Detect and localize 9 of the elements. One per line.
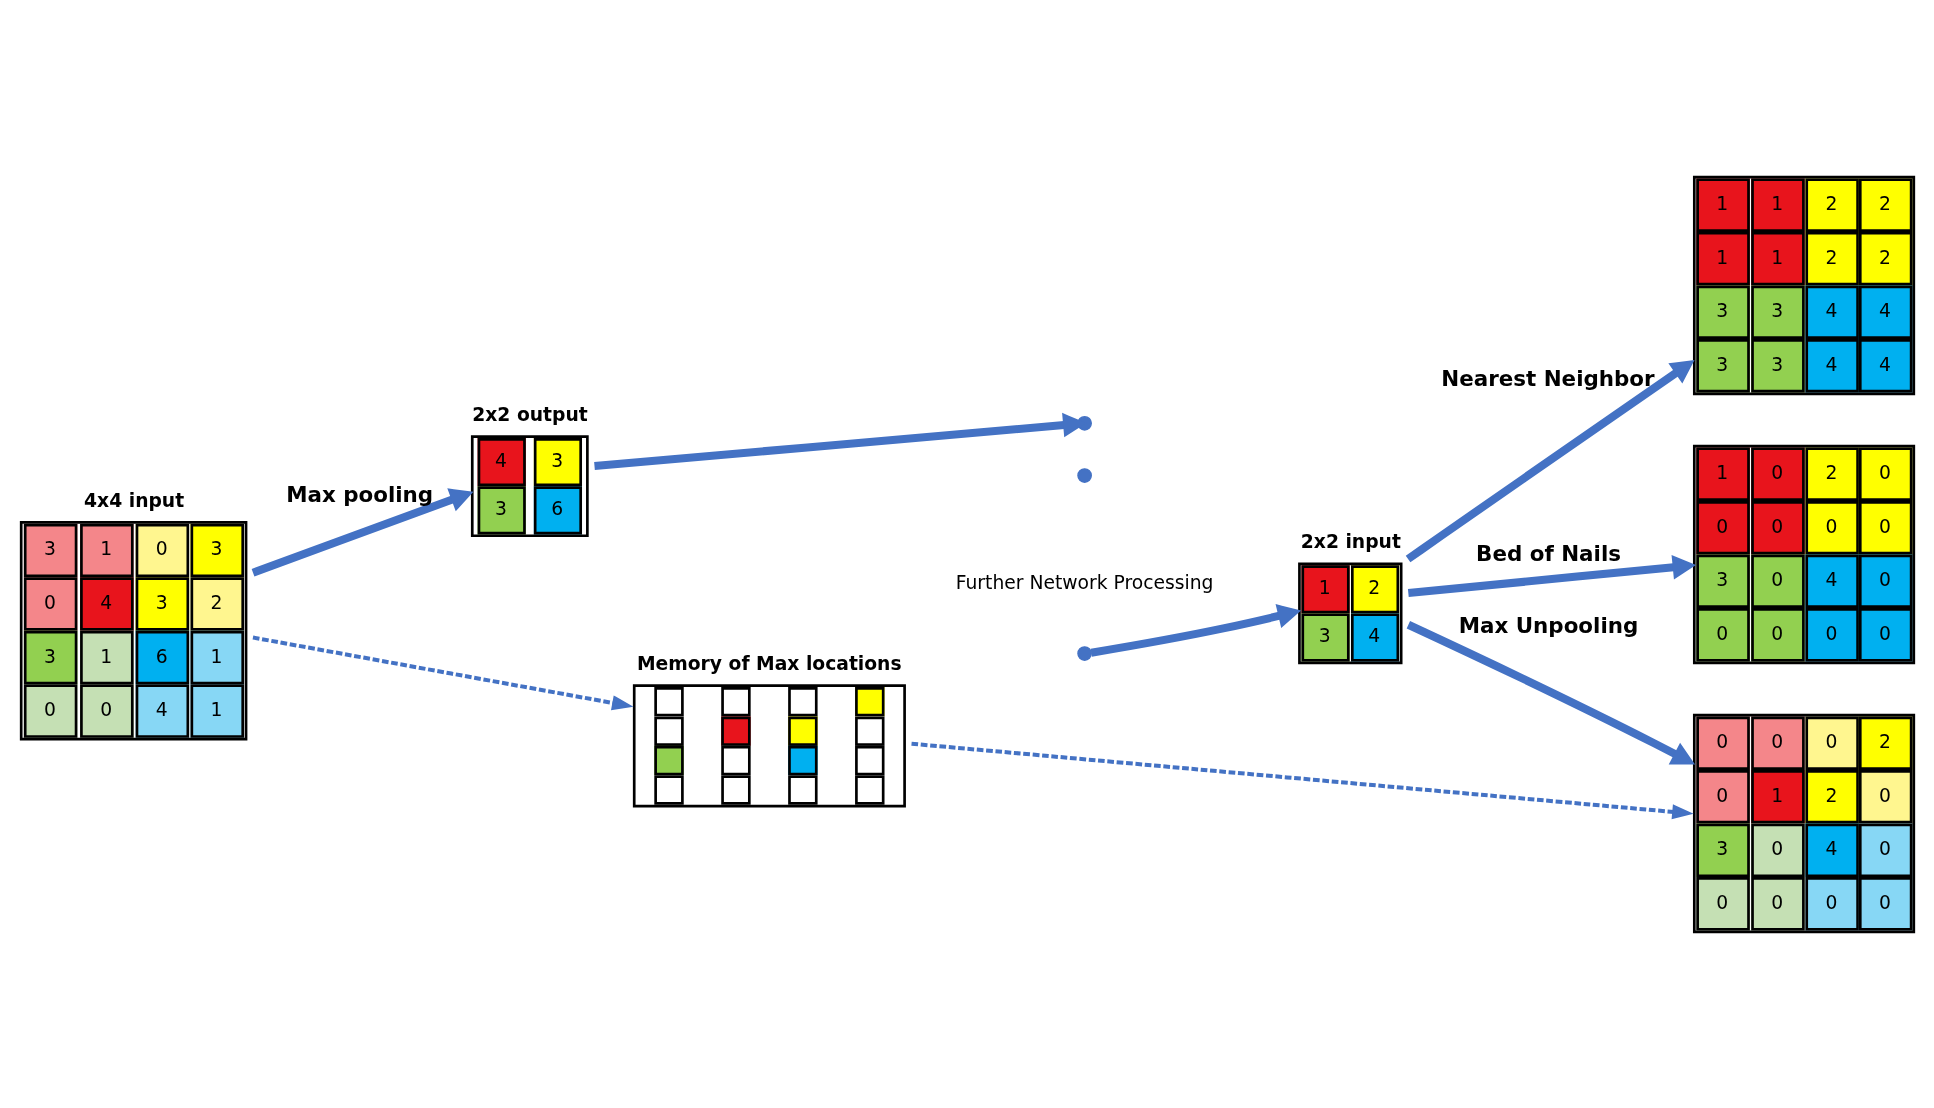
node-label: 4x4 input <box>83 489 184 511</box>
node-label: 2x2 output <box>471 403 588 425</box>
edge-label: Nearest Neighbor <box>1440 365 1655 391</box>
edge-label: Max Unpooling <box>1458 612 1638 638</box>
node-label: 2x2 input <box>1300 530 1401 552</box>
label: Further Network Processing <box>955 571 1213 593</box>
edge-label: Bed of Nails <box>1475 540 1621 566</box>
node-label: Memory of Max locations <box>636 652 902 674</box>
edge-label: Max pooling <box>285 481 433 507</box>
